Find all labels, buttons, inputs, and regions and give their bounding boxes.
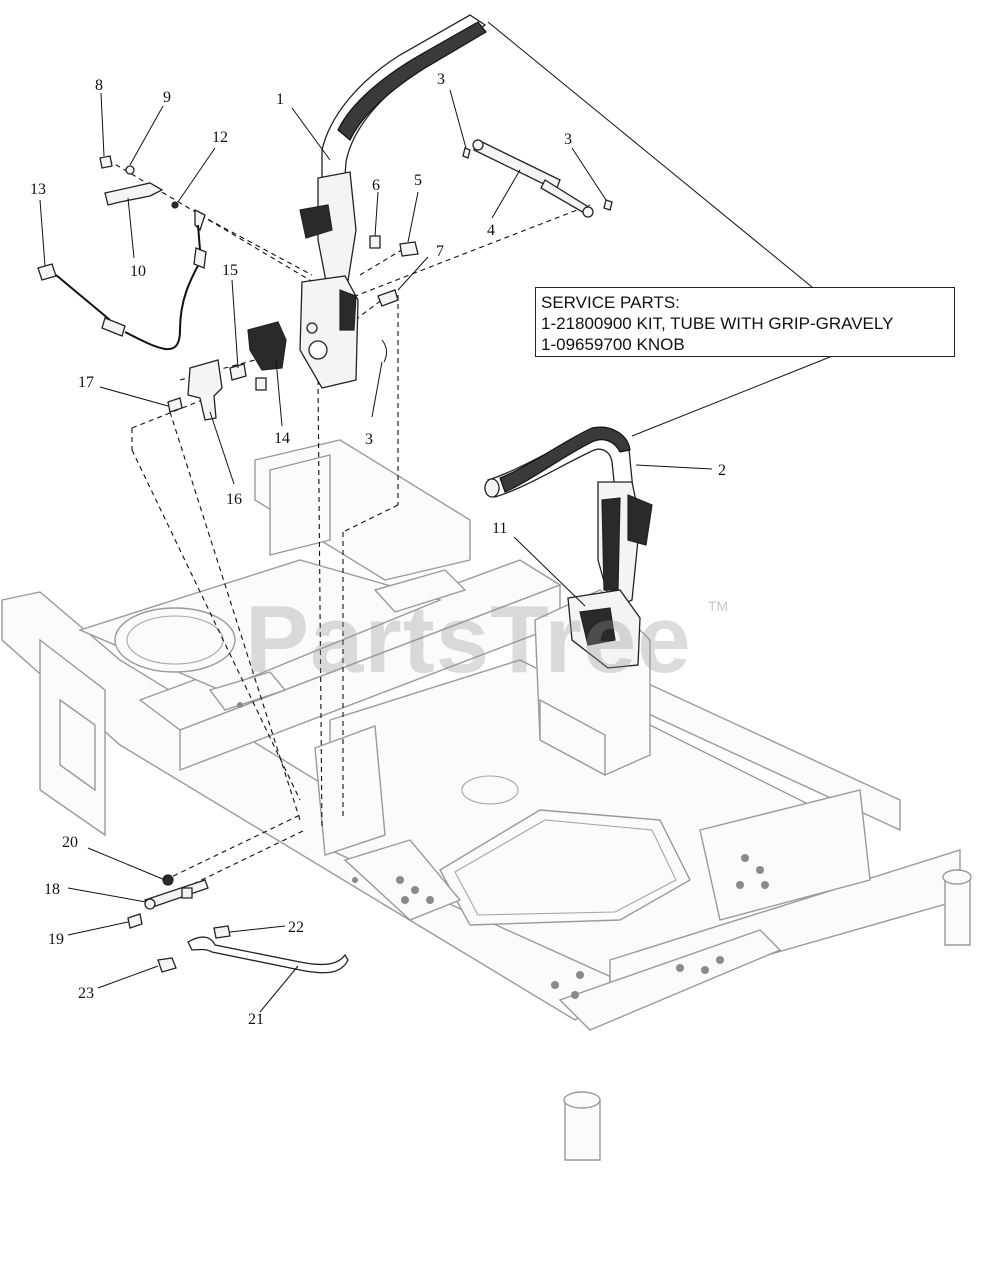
linkage-parts xyxy=(127,874,349,974)
partstree-watermark: PartsTree xyxy=(245,586,692,693)
motion-control-lever-left xyxy=(299,14,487,389)
mower-frame xyxy=(1,439,972,1161)
callout-6: 6 xyxy=(372,177,380,194)
callout-7: 7 xyxy=(436,243,444,260)
callout-9: 9 xyxy=(163,89,171,106)
callout-8: 8 xyxy=(95,77,103,94)
callout-4: 4 xyxy=(487,222,495,239)
leader-lines xyxy=(39,21,831,1013)
frame-holes xyxy=(237,702,769,999)
callout-labels: 1 2 3 3 3 4 5 6 7 8 9 10 11 12 13 14 15 … xyxy=(30,71,726,1028)
cable-assembly xyxy=(37,224,207,350)
callout-1: 1 xyxy=(276,91,284,108)
service-parts-heading: SERVICE PARTS: xyxy=(541,293,680,312)
callout-3-right: 3 xyxy=(564,131,572,148)
neutral-bracket-group xyxy=(167,321,287,421)
callout-14: 14 xyxy=(274,430,290,447)
callout-16: 16 xyxy=(226,491,242,508)
callout-2: 2 xyxy=(718,462,726,479)
callout-13: 13 xyxy=(30,181,46,198)
callout-5: 5 xyxy=(414,172,422,189)
callout-20: 20 xyxy=(62,834,78,851)
callout-12: 12 xyxy=(212,129,228,146)
callout-21: 21 xyxy=(248,1011,264,1028)
callout-22: 22 xyxy=(288,919,304,936)
callout-10: 10 xyxy=(130,263,146,280)
trademark-mark: TM xyxy=(708,598,729,614)
service-part-line-1: 1-21800900 KIT, TUBE WITH GRIP-GRAVELY xyxy=(541,314,894,333)
small-hardware xyxy=(99,147,613,363)
callout-3-top: 3 xyxy=(437,71,445,88)
callout-23: 23 xyxy=(78,985,94,1002)
callout-17: 17 xyxy=(78,374,94,391)
service-parts-box: SERVICE PARTS: 1-21800900 KIT, TUBE WITH… xyxy=(535,287,955,357)
callout-18: 18 xyxy=(44,881,60,898)
service-part-line-2: 1-09659700 KNOB xyxy=(541,335,685,354)
callout-15: 15 xyxy=(222,262,238,279)
callout-19: 19 xyxy=(48,931,64,948)
motion-control-lever-right xyxy=(484,426,653,669)
callout-11: 11 xyxy=(492,520,507,537)
gas-spring xyxy=(472,139,594,218)
callout-3-lower: 3 xyxy=(365,431,373,448)
